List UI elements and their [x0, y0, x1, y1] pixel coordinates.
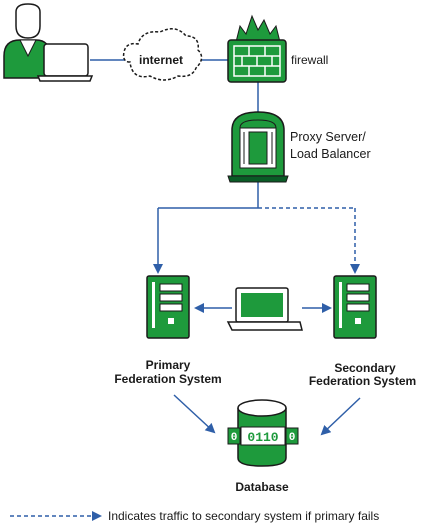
secondary-server-tower-icon: [333, 275, 377, 339]
primary-to-database-arrow: [173, 394, 216, 434]
legend-text: Indicates traffic to secondary system if…: [108, 509, 380, 523]
primary-label-line1: Primary: [145, 358, 191, 372]
connectors: [10, 59, 361, 521]
proxy-label-line2: Load Balancer: [290, 147, 371, 161]
secondary-to-database-arrow: [320, 397, 361, 436]
cloud-icon: [122, 28, 203, 81]
database-label: Database: [235, 480, 289, 494]
db-bits-right-box: [285, 427, 299, 445]
primary-server-tower-icon: [146, 275, 190, 339]
proxy-label-line1: Proxy Server/: [290, 130, 366, 144]
db-bit-right: 0: [289, 432, 296, 444]
db-bits-mid-box: [240, 426, 286, 446]
database-cylinder-icon: 0 0110 0: [227, 399, 299, 467]
firewall-label: firewall: [291, 53, 329, 67]
firewall-icon: [227, 14, 287, 83]
user-at-laptop-icon: [3, 3, 94, 82]
secondary-label-line2: Federation System: [308, 374, 417, 388]
primary-label-line2: Federation System: [114, 372, 222, 386]
db-bit-left: 0: [231, 432, 238, 444]
load-balancer-icon: [227, 111, 289, 183]
secondary-label-line1: Secondary: [334, 361, 396, 375]
laptop-icon: [226, 287, 303, 331]
db-bits: 0110: [247, 430, 278, 445]
internet-label: internet: [139, 53, 183, 67]
db-bits-left-box: [227, 427, 241, 445]
